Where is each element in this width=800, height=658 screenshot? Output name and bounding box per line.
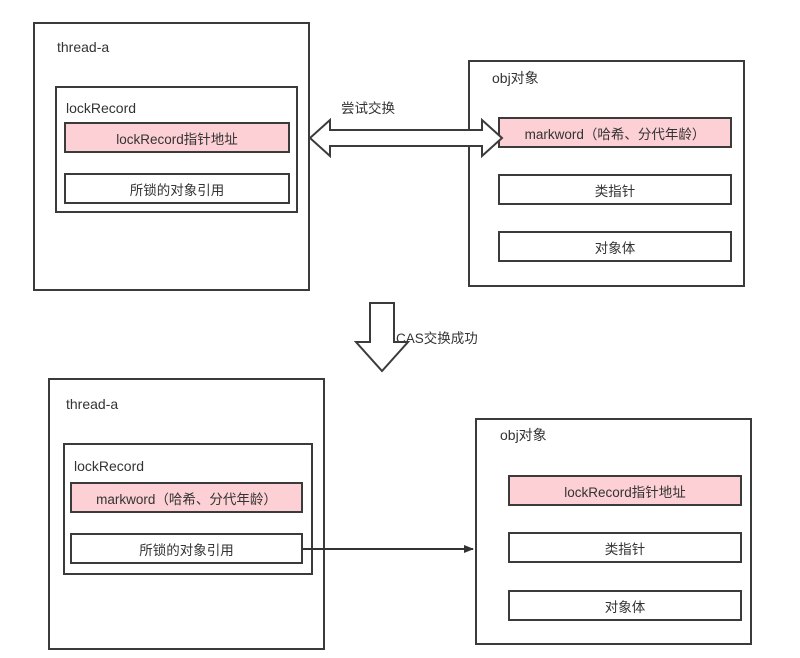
cas-transition-label: CAS交换成功 bbox=[396, 331, 478, 346]
top-thread-box-label: thread-a bbox=[57, 39, 110, 55]
top-obj-box-label: obj对象 bbox=[492, 70, 539, 86]
bottom-obj-row-objectbody: 对象体 bbox=[508, 590, 742, 621]
top-lock-record-row-pointer: lockRecord指针地址 bbox=[64, 122, 290, 153]
bottom-lock-record-row-objref: 所锁的对象引用 bbox=[70, 533, 303, 564]
top-lock-record-row-objref: 所锁的对象引用 bbox=[64, 173, 290, 204]
bottom-obj-row-classpointer: 类指针 bbox=[508, 532, 742, 563]
bottom-lock-record-row-markword: markword（哈希、分代年龄） bbox=[70, 482, 303, 513]
bottom-obj-box-label: obj对象 bbox=[500, 427, 547, 443]
bottom-obj-row-pointer: lockRecord指针地址 bbox=[508, 475, 742, 506]
top-lock-record-label: lockRecord bbox=[66, 100, 137, 116]
top-obj-row-classpointer: 类指针 bbox=[498, 174, 732, 205]
exchange-arrow-label: 尝试交换 bbox=[341, 101, 395, 116]
bottom-lock-record-label: lockRecord bbox=[74, 458, 145, 474]
top-obj-row-objectbody: 对象体 bbox=[498, 231, 732, 262]
top-obj-row-markword: markword（哈希、分代年龄） bbox=[498, 117, 732, 148]
bottom-thread-box-label: thread-a bbox=[66, 396, 119, 412]
